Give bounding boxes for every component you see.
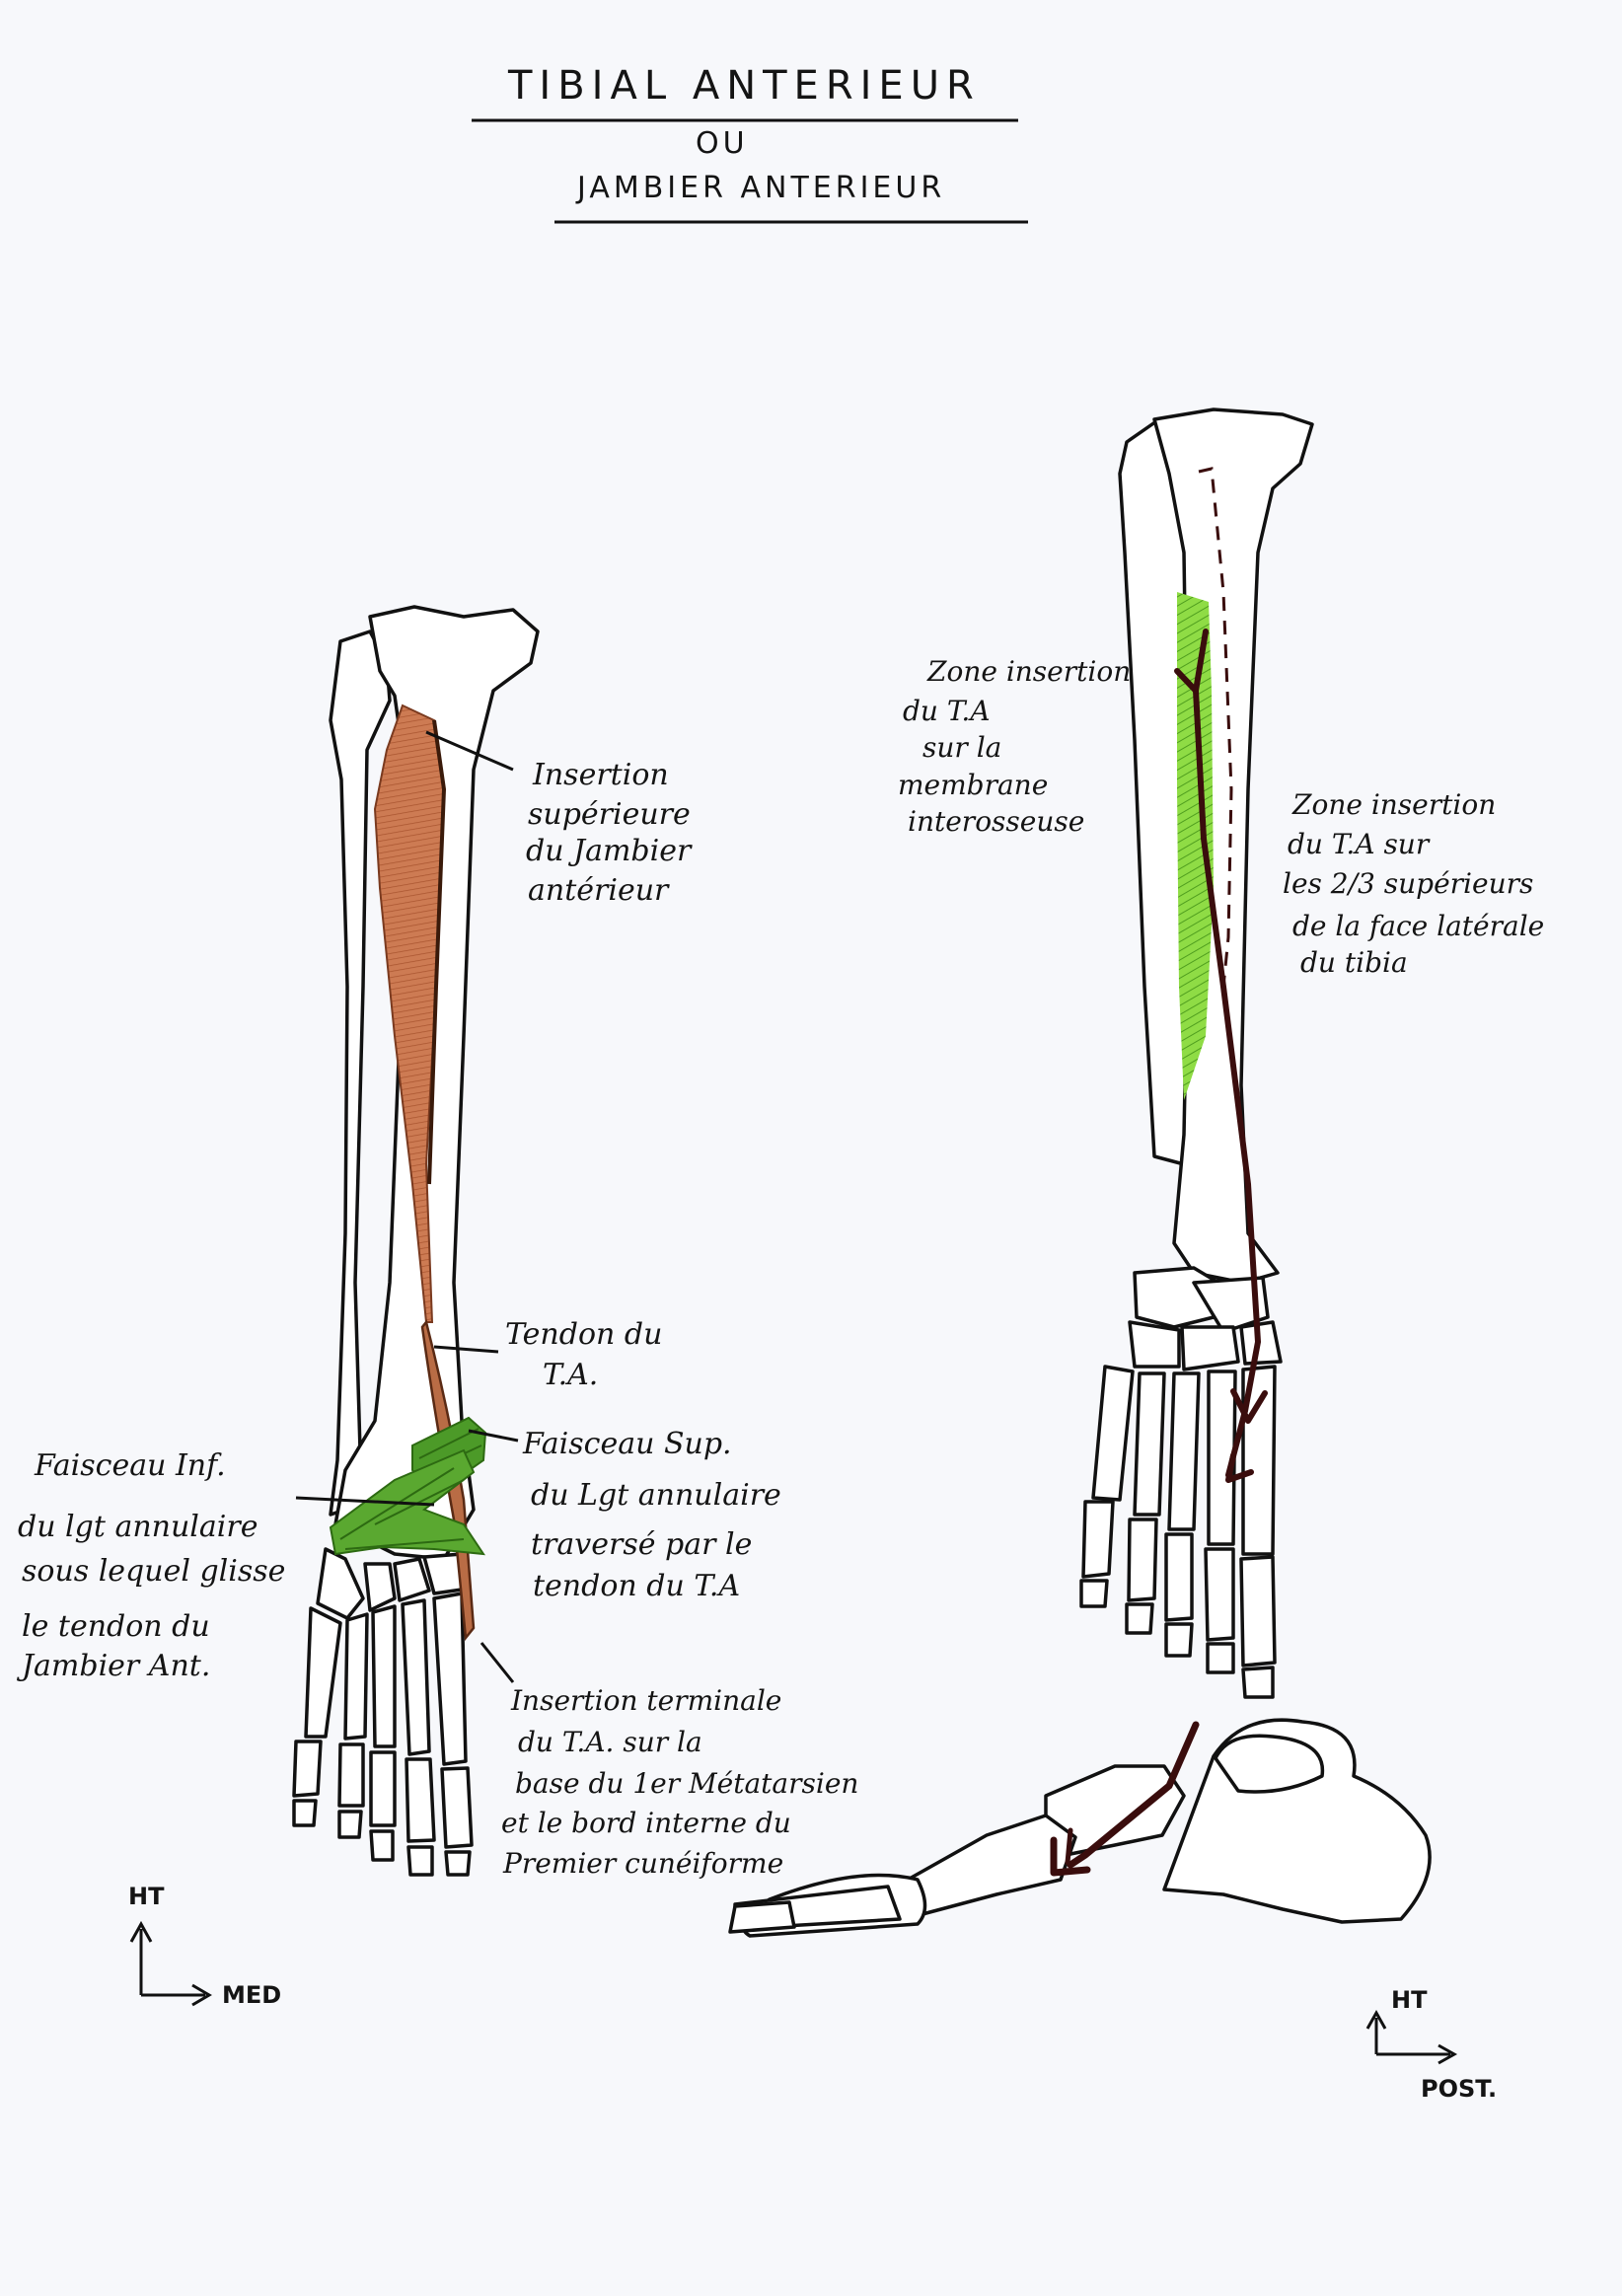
- foot-lateral-dorsal: [1079, 1266, 1283, 1699]
- label-zone-membrane: Zone insertion du T.A sur la membrane in…: [898, 655, 1140, 838]
- ta-tendon-path-sagittal: [1067, 1721, 1200, 1869]
- tendon-arrowhead-sagittal-2: [1065, 1827, 1073, 1866]
- axis-left-right: MED: [222, 1981, 281, 2009]
- zone-tibia-outline: [1198, 467, 1233, 988]
- axis-right-up: HT: [1391, 1986, 1428, 2014]
- label-insertion-sup: Insertion supérieure du Jambier antérieu…: [526, 758, 700, 908]
- label-tendon: Tendon du T.A.: [505, 1317, 672, 1392]
- axis-left-up: HT: [128, 1883, 165, 1910]
- foot-sagittal: [728, 1718, 1432, 1938]
- label-zone-tibia: Zone insertion du T.A sur les 2/3 supéri…: [1283, 788, 1553, 979]
- toe-tip: [728, 1900, 796, 1934]
- zone-interosseous-membrane: [1177, 592, 1214, 1100]
- leader-tendon: [433, 1345, 499, 1354]
- title-block: TIBIAL ANTERIEUR OU JAMBIER ANTERIEUR: [472, 63, 1028, 224]
- anterior-view: Insertion supérieure du Jambier antérieu…: [16, 605, 867, 2009]
- title-main: TIBIAL ANTERIEUR: [507, 63, 981, 109]
- talus: [1214, 1734, 1325, 1794]
- ta-tendon-path-lateral: [1192, 629, 1262, 1478]
- title-alt: JAMBIER ANTERIEUR: [575, 171, 945, 205]
- tendon-arrowhead-1: [1230, 1388, 1268, 1424]
- label-faisceau-sup: Faisceau Sup. du Lgt annulaire traversé …: [522, 1427, 790, 1603]
- leader-faisceau-inf: [295, 1496, 435, 1507]
- label-insertion-term: Insertion terminale du T.A. sur la base …: [501, 1684, 867, 1880]
- leader-insertion-term: [479, 1642, 515, 1683]
- foot-dorsal: [292, 1547, 474, 1877]
- axis-indicator-right: HT POST.: [1365, 1986, 1497, 2103]
- tendon-arrowhead-sagittal: [1050, 1836, 1091, 1877]
- title-or: OU: [696, 126, 749, 161]
- lateral-view: Zone insertion du T.A sur la membrane in…: [728, 407, 1553, 2103]
- ta-tendon-branch: [1174, 668, 1199, 694]
- leader-faisceau-sup: [468, 1429, 519, 1443]
- leader-insertion-sup: [425, 730, 514, 772]
- axis-indicator-left: HT MED: [128, 1883, 281, 2009]
- muscle-edge: [427, 719, 447, 1185]
- label-faisceau-inf: Faisceau Inf. du lgt annulaire sous lequ…: [16, 1448, 295, 1683]
- axis-right-right: POST.: [1421, 2075, 1497, 2103]
- tendon-arrowhead-2: [1225, 1452, 1254, 1483]
